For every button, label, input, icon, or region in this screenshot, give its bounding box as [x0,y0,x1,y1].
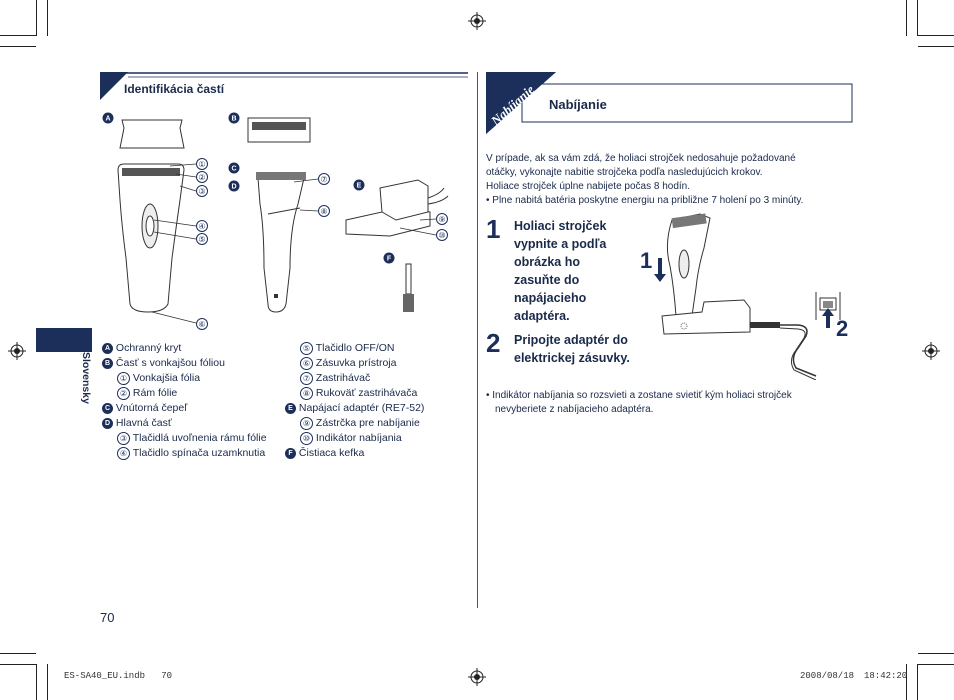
step-2-text: Pripojte adaptér do elektrickej zásuvky. [514,333,630,365]
left-section-header: Identifikácia častí [100,72,468,100]
intro-text: V prípade, ak sa vám zdá, že holiaci str… [486,153,804,206]
left-section-title: Identifikácia častí [124,82,225,96]
legend-item: E Napájací adaptér (RE7-52) [285,401,424,416]
illustration-step-2-label: 2 [836,316,848,341]
legend-item: ⑥ Zásuvka prístroja [285,356,424,371]
part-letter-b [228,112,240,124]
part-letter-a [102,112,114,124]
legend-item: C Vnútorná čepeľ [102,401,267,416]
parts-illustration: A B C D E F ① ② ③ ④ ⑤ ⑥ [102,112,449,330]
legend-item: ① Vonkajšia fólia [102,371,267,386]
registration-mark-icon [922,342,940,360]
legend-column-1: A Ochranný kryt B Časť s vonkajšou fólio… [102,341,267,461]
legend-item: ⑩ Indikátor nabíjania [285,431,424,446]
legend-item: ③ Tlačidlá uvoľnenia rámu fólie [102,431,267,446]
svg-text:D: D [231,184,236,191]
crop-mark [918,664,954,665]
registration-mark-icon [468,668,486,686]
right-section-title: Nabíjanie [549,97,607,112]
svg-text:⑤: ⑤ [198,235,205,244]
crop-mark [917,664,918,700]
crop-mark [918,46,954,47]
part-letter-a-text: A [105,116,110,123]
part-letter-c [228,162,240,174]
legend-item: ④ Tlačidlo spínača uzamknutia [102,446,267,461]
language-tab-label: Slovensky [80,352,92,404]
legend-column-2: ⑤ Tlačidlo OFF/ON ⑥ Zásuvka prístroja ⑦ … [285,341,424,461]
legend-item: D Hlavná časť [102,416,267,431]
chapter-tab: Nabíjanie [486,72,853,134]
crop-mark [906,0,907,36]
svg-text:C: C [231,166,236,173]
crop-mark [918,35,954,36]
svg-text:⑥: ⑥ [198,320,205,329]
legend-item: F Čistiaca kefka [285,446,424,461]
legend-item: ② Rám fólie [102,386,267,401]
footer-time: 18:42:20 [864,671,908,681]
crop-mark [906,664,907,700]
crop-mark [0,653,36,654]
svg-text:②: ② [198,173,205,182]
step-1-number: 1 [486,214,501,244]
crop-mark [918,653,954,654]
svg-text:⑦: ⑦ [320,175,327,184]
svg-text:⑩: ⑩ [438,231,445,240]
svg-text:E: E [357,183,362,190]
svg-text:F: F [387,256,392,263]
part-letter-e [353,179,365,191]
charging-illustration: 1 2 [640,213,848,380]
svg-text:④: ④ [198,222,205,231]
charging-note: • Indikátor nabíjania so rozsvieti a zos… [486,390,792,415]
page-number: 70 [100,610,115,625]
svg-text:③: ③ [198,187,205,196]
footer-file: ES-SA40_EU.indb 70 [64,671,173,681]
crop-mark [0,664,36,665]
crop-mark [36,0,37,36]
svg-text:⑧: ⑧ [320,207,327,216]
svg-text:B: B [231,116,236,123]
registration-mark-icon [8,342,26,360]
crop-mark [0,35,36,36]
legend-item: ⑧ Rukoväť zastrihávača [285,386,424,401]
part-letter-d [228,180,240,192]
legend-item: B Časť s vonkajšou fóliou [102,356,267,371]
svg-text:⑨: ⑨ [438,215,445,224]
crop-mark [36,664,37,700]
step-2-number: 2 [486,328,501,358]
step-1-text: Holiaci strojček vypnite a podľa obrázka… [514,219,607,323]
legend-item: ⑦ Zastrihávač [285,371,424,386]
crop-mark [917,0,918,36]
crop-mark [47,0,48,36]
language-tab [36,328,92,352]
crop-mark [0,46,36,47]
legend-item: A Ochranný kryt [102,341,267,356]
legend-item: ⑨ Zástrčka pre nabíjanie [285,416,424,431]
column-divider [477,72,478,608]
part-letter-f [383,252,395,264]
footer-date: 2008/08/18 [800,671,855,681]
legend-item: ⑤ Tlačidlo OFF/ON [285,341,424,356]
svg-text:①: ① [198,160,205,169]
registration-mark-icon [468,12,486,30]
crop-mark [47,664,48,700]
illustration-step-1-label: 1 [640,248,652,273]
